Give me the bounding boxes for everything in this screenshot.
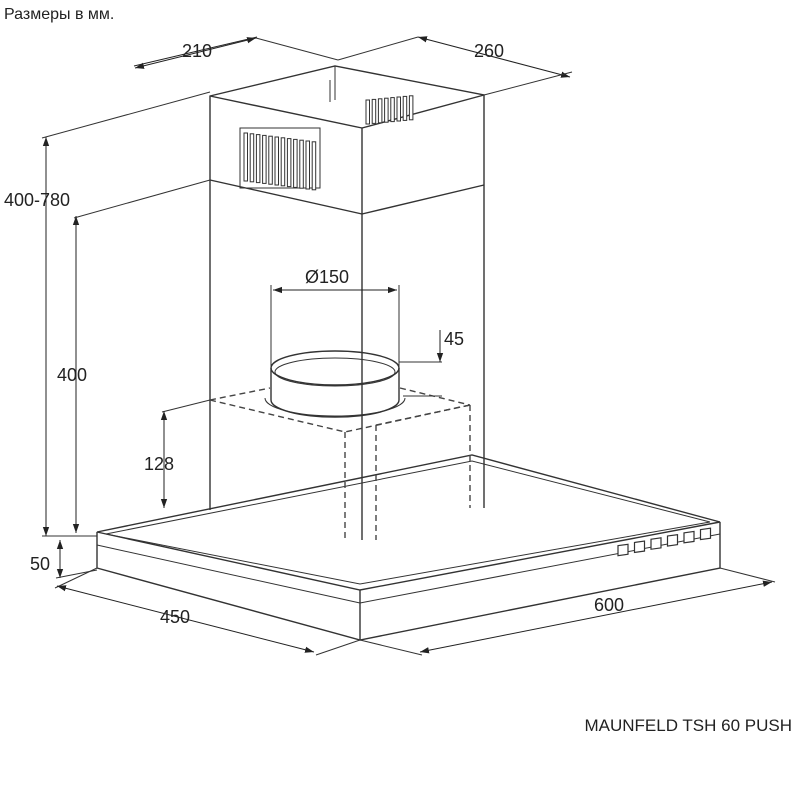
control-button xyxy=(617,543,629,557)
vent-slot xyxy=(243,132,248,182)
vent-slot xyxy=(371,98,377,124)
vent-slot xyxy=(396,96,401,122)
vent-slot xyxy=(262,134,267,184)
dim-canopy-thickness: 50 xyxy=(30,554,50,574)
motor-box xyxy=(209,387,471,540)
units-note: Размеры в мм. xyxy=(4,6,115,23)
dim-chimney-width: 260 xyxy=(474,41,504,61)
vent-slot xyxy=(408,95,414,121)
dimension-lines xyxy=(41,36,776,656)
vent-slot xyxy=(311,141,317,191)
dim-canopy-width: 600 xyxy=(594,595,624,615)
vent-slot xyxy=(268,135,273,185)
dim-outlet-diameter: Ø150 xyxy=(305,267,349,287)
dim-canopy-depth: 450 xyxy=(160,607,190,627)
vent-slot xyxy=(377,98,383,124)
dim-outlet-height: 45 xyxy=(444,329,464,349)
vent-slot xyxy=(293,138,298,188)
vent-slot xyxy=(305,140,310,190)
dim-motor-box-height: 128 xyxy=(144,454,174,474)
vent-slot xyxy=(365,99,370,125)
control-button xyxy=(650,537,662,550)
control-button xyxy=(699,527,712,541)
dim-lower-height: 400 xyxy=(57,365,87,385)
vent-slot xyxy=(390,97,395,123)
dim-chimney-depth: 210 xyxy=(182,41,212,61)
chimney xyxy=(209,65,485,540)
control-button xyxy=(683,530,695,544)
vent-slot xyxy=(274,136,279,186)
vent-slots-right xyxy=(365,95,414,125)
control-panel xyxy=(617,527,712,557)
vent-slot xyxy=(286,138,292,188)
vent-slots-left xyxy=(239,127,321,191)
model-name: MAUNFELD TSH 60 PUSH xyxy=(584,716,792,735)
vent-slot xyxy=(402,95,408,121)
air-outlet xyxy=(264,350,406,418)
dim-chimney-height-range: 400-780 xyxy=(4,190,70,210)
control-button xyxy=(666,533,679,547)
dimension-labels: 210 260 400-780 400 128 50 Ø150 45 450 6… xyxy=(4,41,624,627)
vent-slot xyxy=(384,97,389,123)
vent-slot xyxy=(299,139,304,189)
vent-slot xyxy=(249,133,255,183)
control-button xyxy=(633,540,646,554)
vent-slot xyxy=(255,134,261,184)
vent-slot xyxy=(280,137,286,187)
